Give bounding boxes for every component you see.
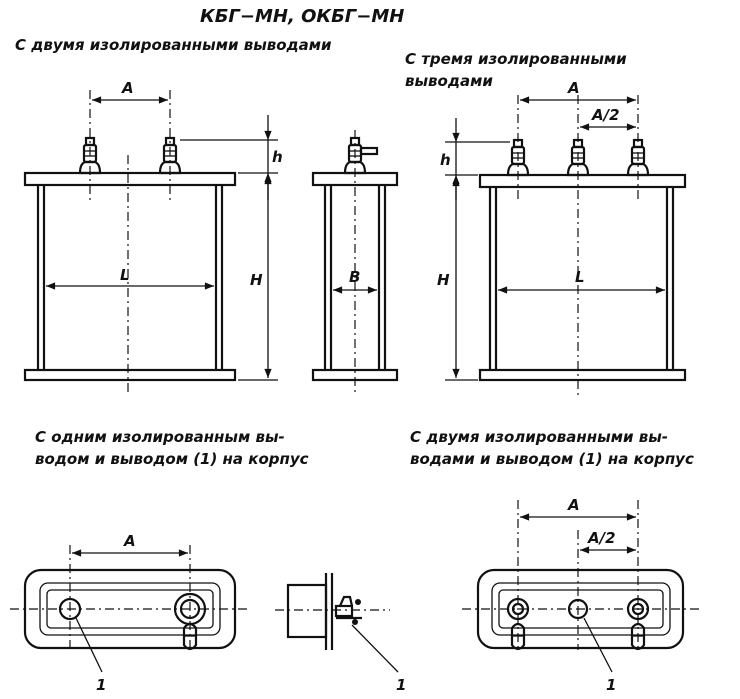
dim-H-label-right: H bbox=[437, 271, 450, 289]
terminal-3 bbox=[626, 138, 650, 177]
caption-two-case-line2: водами и выводом (1) на корпус bbox=[410, 450, 694, 468]
dim-B-label: B bbox=[349, 268, 360, 286]
caption-three-terminals-line1: С тремя изолированными bbox=[405, 50, 627, 68]
front-view-two-terminals: A L h H bbox=[23, 79, 283, 395]
dim-H-label: H bbox=[250, 271, 263, 289]
dim-h-label: h bbox=[272, 148, 283, 166]
dim-A-half-label-bottom: A/2 bbox=[587, 529, 616, 547]
dim-L-label-right: L bbox=[575, 268, 585, 286]
side-view: B bbox=[311, 130, 399, 395]
caption-two-case-line1: С двумя изолированными вы- bbox=[410, 428, 668, 446]
terminal-left bbox=[78, 90, 102, 200]
dim-A-label-bottom-right: A bbox=[567, 496, 580, 514]
terminal-2 bbox=[566, 138, 590, 177]
drawing-title: КБГ−МН, ОКБГ−МН bbox=[200, 6, 404, 27]
top-view-one-terminal: A 1 bbox=[10, 532, 250, 694]
caption-two-terminals: С двумя изолированными выводами bbox=[15, 36, 332, 54]
dim-A-label: A bbox=[121, 79, 134, 97]
top-flange bbox=[23, 171, 237, 187]
front-view-three-terminals: A A/2 L h H bbox=[437, 79, 687, 395]
caption-one-terminal-line2: водом и выводом (1) на корпус bbox=[35, 450, 309, 468]
dim-A-label-right: A bbox=[567, 79, 580, 97]
caption-three-terminals-line2: выводами bbox=[405, 72, 493, 90]
top-view-two-terminals-case: A A/2 1 bbox=[462, 496, 700, 694]
dim-A-label-bottom-left: A bbox=[123, 532, 136, 550]
terminal-1 bbox=[506, 138, 530, 177]
callout-1-middle: 1 bbox=[396, 676, 406, 694]
callout-1-right: 1 bbox=[606, 676, 616, 694]
side-detail-view: 1 bbox=[275, 573, 406, 694]
caption-one-terminal-line1: С одним изолированным вы- bbox=[35, 428, 285, 446]
callout-1-left: 1 bbox=[96, 676, 106, 694]
dim-A-half-label: A/2 bbox=[591, 106, 620, 124]
dim-L-label: L bbox=[120, 266, 130, 284]
terminal-right bbox=[158, 90, 182, 200]
dim-h-label-right: h bbox=[440, 151, 451, 169]
terminal-side bbox=[343, 136, 379, 175]
bottom-flange bbox=[23, 368, 237, 382]
